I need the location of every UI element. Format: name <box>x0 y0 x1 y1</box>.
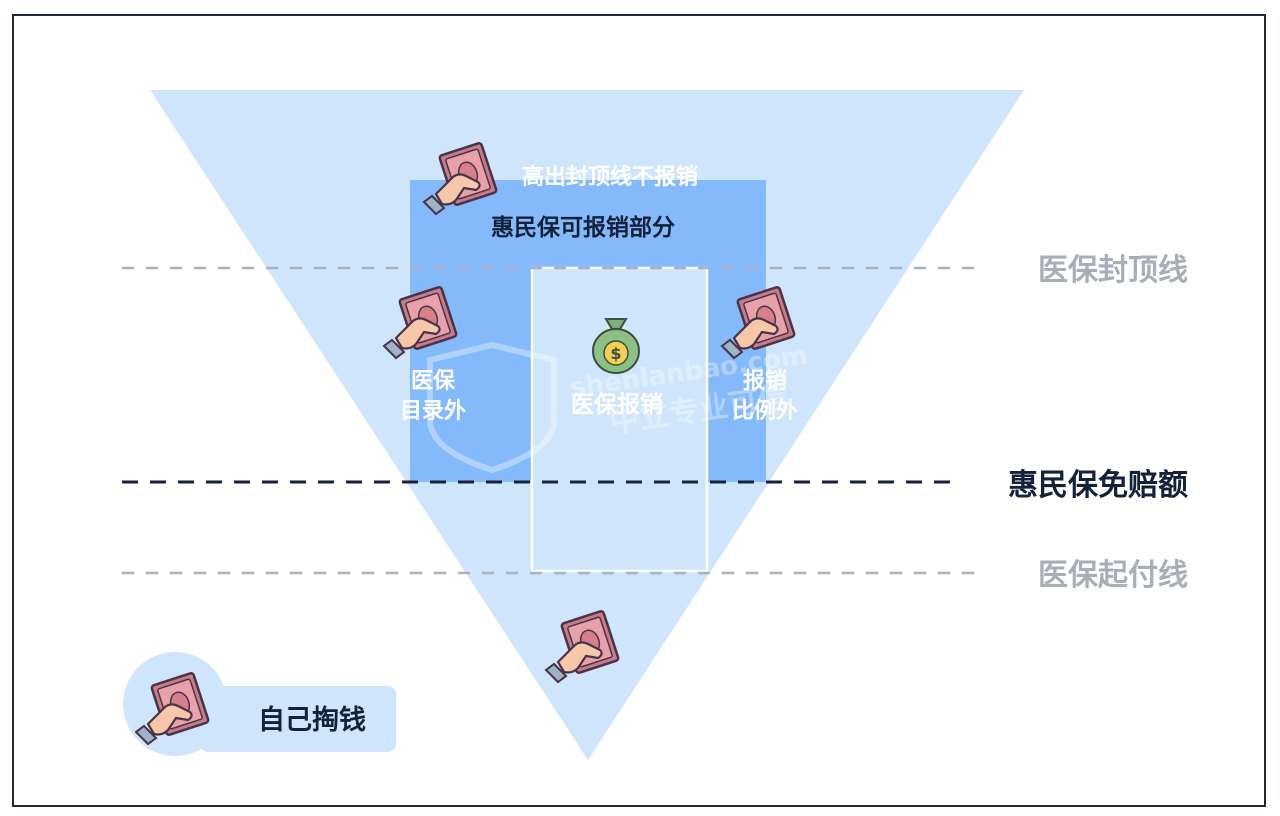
outside-catalog-label-2: 目录外 <box>400 398 466 424</box>
medical-cap-label: 医保封顶线 <box>1038 253 1188 288</box>
legend-label: 自己掏钱 <box>258 704 366 736</box>
money-bag-icon: $ <box>592 318 640 374</box>
huiminbao-deductible-label: 惠民保免赔额 <box>1008 468 1188 503</box>
huiminbao-reimbursable-label: 惠民保可报销部分 <box>491 214 675 241</box>
legend: 自己掏钱 <box>123 652 396 756</box>
outside-catalog-label-1: 医保 <box>411 369 456 394</box>
legend-pill <box>200 686 396 752</box>
outside-ratio-label-1: 报销 <box>743 369 787 394</box>
money-bag-symbol: $ <box>610 344 621 363</box>
medical-deductible-label: 医保起付线 <box>1038 558 1188 593</box>
outside-ratio-label-2: 比例外 <box>732 398 798 424</box>
medical-reimbursement-label: 医保报销 <box>571 391 663 418</box>
above-cap-label: 高出封顶线不报销 <box>522 164 698 190</box>
